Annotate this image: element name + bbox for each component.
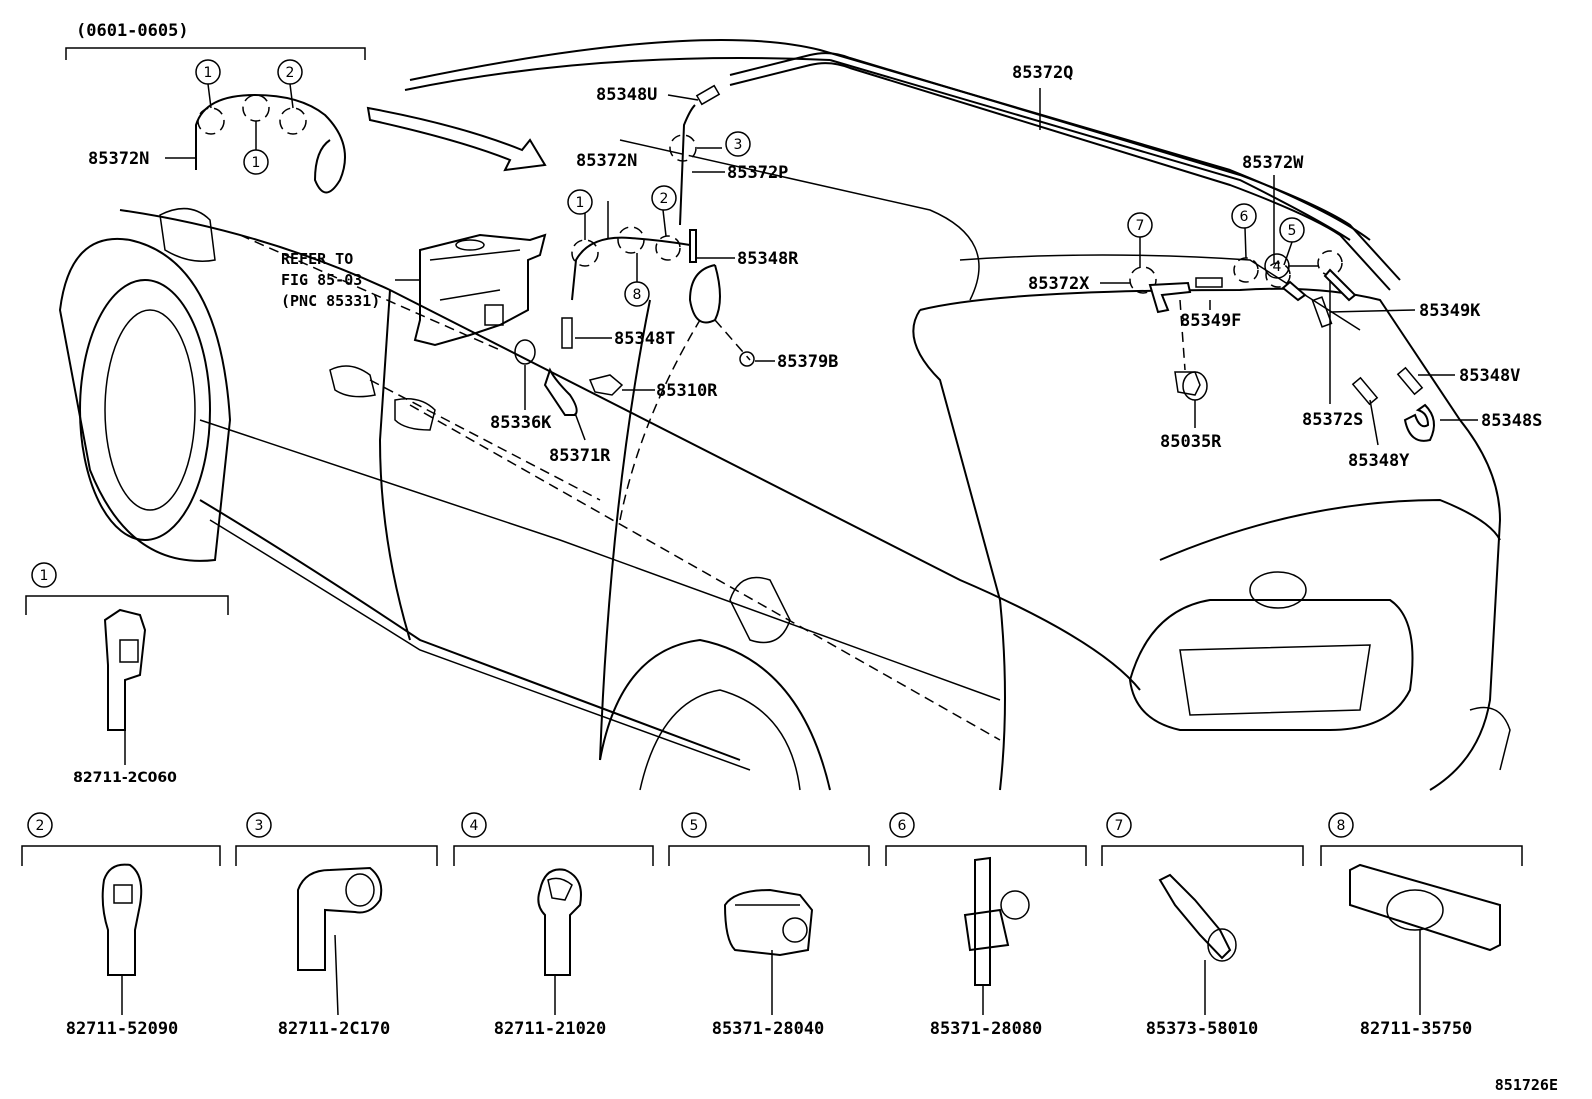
svg-text:6: 6 xyxy=(898,818,907,834)
clip-2: 2 82711-52090 xyxy=(21,812,221,1039)
center-hoses xyxy=(514,84,775,441)
label-85336K: 85336K xyxy=(490,413,552,433)
label-85348R: 85348R xyxy=(737,249,799,269)
label-85348V: 85348V xyxy=(1459,366,1520,386)
circle-2-a xyxy=(277,59,303,85)
svg-text:4: 4 xyxy=(1273,259,1282,275)
clip-6: 6 85371-28080 xyxy=(885,812,1087,1039)
top-group: (0601-0605) 1 2 1 85372N xyxy=(65,21,366,194)
svg-text:1: 1 xyxy=(252,155,261,171)
routing-lines xyxy=(239,234,1186,741)
circle-1-a xyxy=(195,59,221,85)
svg-text:3: 3 xyxy=(734,137,743,153)
clip-5: 5 85371-28040 xyxy=(668,812,870,1039)
clip-7: 7 85373-58010 xyxy=(1101,812,1304,1039)
top-group-years: (0601-0605) xyxy=(76,21,189,41)
label-85372P: 85372P xyxy=(727,163,788,183)
label-85348T: 85348T xyxy=(614,329,675,349)
clip-4-part: 82711-21020 xyxy=(494,1019,607,1039)
vehicle-outline xyxy=(58,39,1511,791)
label-85348Y: 85348Y xyxy=(1348,451,1410,471)
clip-1-part: 82711-2C060 xyxy=(73,770,177,786)
main-circle-numbers: 1 2 3 8 7 6 5 4 xyxy=(567,131,1305,307)
label-85379B: 85379B xyxy=(777,352,838,372)
clip-3-part: 82711-2C170 xyxy=(278,1019,391,1039)
svg-text:(PNC 85331): (PNC 85331) xyxy=(281,292,380,310)
clip-8-part: 82711-35750 xyxy=(1360,1019,1473,1039)
circle-1-b xyxy=(243,149,269,175)
label-85372N: 85372N xyxy=(576,151,637,171)
svg-text:7: 7 xyxy=(1136,218,1145,234)
svg-text:5: 5 xyxy=(690,818,699,834)
part-callouts: 85348U 85372N 85372P 85372Q 85372W 85348… xyxy=(490,63,1542,471)
refer-note: REFER TO FIG 85-03 (PNC 85331) xyxy=(281,250,420,310)
svg-text:1: 1 xyxy=(40,568,49,584)
svg-text:3: 3 xyxy=(255,818,264,834)
label-85371R: 85371R xyxy=(549,446,611,466)
svg-text:2: 2 xyxy=(660,191,669,207)
label-85349F: 85349F xyxy=(1180,311,1241,331)
label-85348S: 85348S xyxy=(1481,411,1542,431)
label-85348U: 85348U xyxy=(596,85,657,105)
svg-text:5: 5 xyxy=(1288,223,1297,239)
clip-2-part: 82711-52090 xyxy=(66,1019,179,1039)
label-85372W: 85372W xyxy=(1242,153,1304,173)
label-85349K: 85349K xyxy=(1419,301,1481,321)
clip-5-part: 85371-28040 xyxy=(712,1019,825,1039)
label-85372X: 85372X xyxy=(1028,274,1090,294)
washer-tank xyxy=(413,233,547,347)
clip-8: 8 82711-35750 xyxy=(1320,812,1523,1039)
svg-text:REFER TO: REFER TO xyxy=(281,250,353,268)
clip-3: 3 82711-2C170 xyxy=(235,812,438,1039)
diagram-id: 851726E xyxy=(1495,1076,1558,1094)
svg-text:1: 1 xyxy=(204,65,213,81)
label-85372S: 85372S xyxy=(1302,410,1363,430)
svg-text:6: 6 xyxy=(1240,209,1249,225)
label-85372N-top: 85372N xyxy=(88,149,149,169)
label-85372Q: 85372Q xyxy=(1012,63,1073,83)
clip-6-part: 85371-28080 xyxy=(930,1019,1043,1039)
label-85035R: 85035R xyxy=(1160,432,1222,452)
clip-4: 4 82711-21020 xyxy=(453,812,654,1039)
rear-hoses xyxy=(1039,88,1478,446)
svg-text:1: 1 xyxy=(576,195,585,211)
svg-text:8: 8 xyxy=(1337,818,1346,834)
clip-7-part: 85373-58010 xyxy=(1146,1019,1259,1039)
svg-text:2: 2 xyxy=(36,818,45,834)
svg-text:7: 7 xyxy=(1115,818,1124,834)
clip-1: 1 82711-2C060 xyxy=(25,562,229,786)
label-85310R: 85310R xyxy=(656,381,718,401)
svg-text:8: 8 xyxy=(633,287,642,303)
svg-text:FIG 85-03: FIG 85-03 xyxy=(281,271,362,289)
svg-text:2: 2 xyxy=(286,65,295,81)
svg-text:4: 4 xyxy=(470,818,479,834)
direction-arrow xyxy=(366,106,547,172)
